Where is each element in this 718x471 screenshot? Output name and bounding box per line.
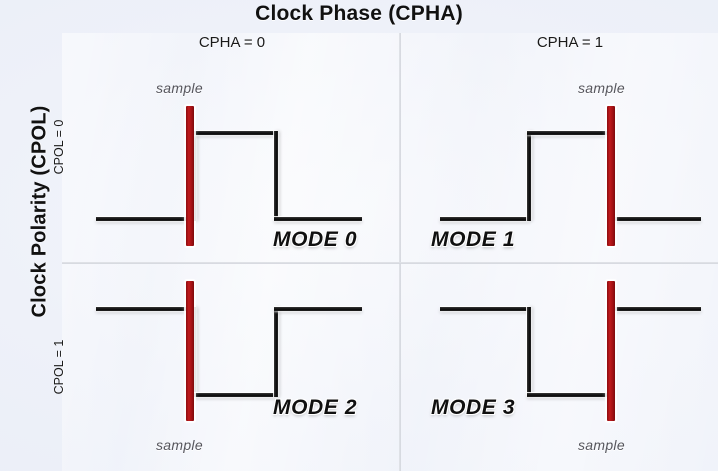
waveform-trailing-high-mode-3 xyxy=(609,307,701,311)
waveform-idle-high-mode-2 xyxy=(96,307,196,311)
mode-label-2: MODE 2 xyxy=(273,396,358,419)
waveform-rising-edge-mode-1 xyxy=(527,131,531,221)
waveform-idle-high-mode-3 xyxy=(440,307,530,311)
panel-sheen xyxy=(62,33,718,471)
waveform-high-mode-1 xyxy=(527,131,613,135)
waveform-trailing-high-mode-2 xyxy=(274,307,362,311)
sample-label-mode-1: sample xyxy=(578,80,625,96)
sample-marker-mode-0 xyxy=(186,106,194,246)
waveform-falling-edge-mode-3 xyxy=(527,307,531,397)
mode-label-3: MODE 3 xyxy=(431,396,516,419)
row-label-cpol-1: CPOL = 1 xyxy=(52,339,66,395)
mode-label-1: MODE 1 xyxy=(431,228,516,251)
waveform-rising-edge-mode-2 xyxy=(274,307,278,397)
sample-label-mode-2: sample xyxy=(156,437,203,453)
axis-title-cpol: Clock Polarity (CPOL) xyxy=(28,105,51,318)
column-label-cpha-0: CPHA = 0 xyxy=(198,34,266,51)
waveform-low-mode-2 xyxy=(192,393,278,397)
sample-label-mode-3: sample xyxy=(578,437,625,453)
sample-marker-mode-3 xyxy=(607,281,615,421)
page-title: Clock Phase (CPHA) xyxy=(255,2,463,25)
horizontal-divider xyxy=(62,262,718,264)
waveform-trailing-low-mode-1 xyxy=(609,217,701,221)
waveform-idle-low-mode-1 xyxy=(440,217,530,221)
sample-marker-mode-2 xyxy=(186,281,194,421)
waveform-high-mode-0 xyxy=(192,131,278,135)
waveform-rising-edge-mode-0 xyxy=(192,131,196,221)
mode-label-0: MODE 0 xyxy=(273,228,358,251)
row-label-cpol-0: CPOL = 0 xyxy=(52,119,66,175)
waveform-low-mode-3 xyxy=(527,393,613,397)
waveform-trailing-low-mode-0 xyxy=(274,217,362,221)
column-label-cpha-1: CPHA = 1 xyxy=(536,34,604,51)
waveform-idle-low-mode-0 xyxy=(96,217,194,221)
waveform-falling-edge-mode-0 xyxy=(274,131,278,221)
vertical-divider xyxy=(399,33,401,471)
sample-label-mode-0: sample xyxy=(156,80,203,96)
waveform-falling-edge-mode-2 xyxy=(192,307,196,397)
sample-marker-mode-1 xyxy=(607,106,615,246)
